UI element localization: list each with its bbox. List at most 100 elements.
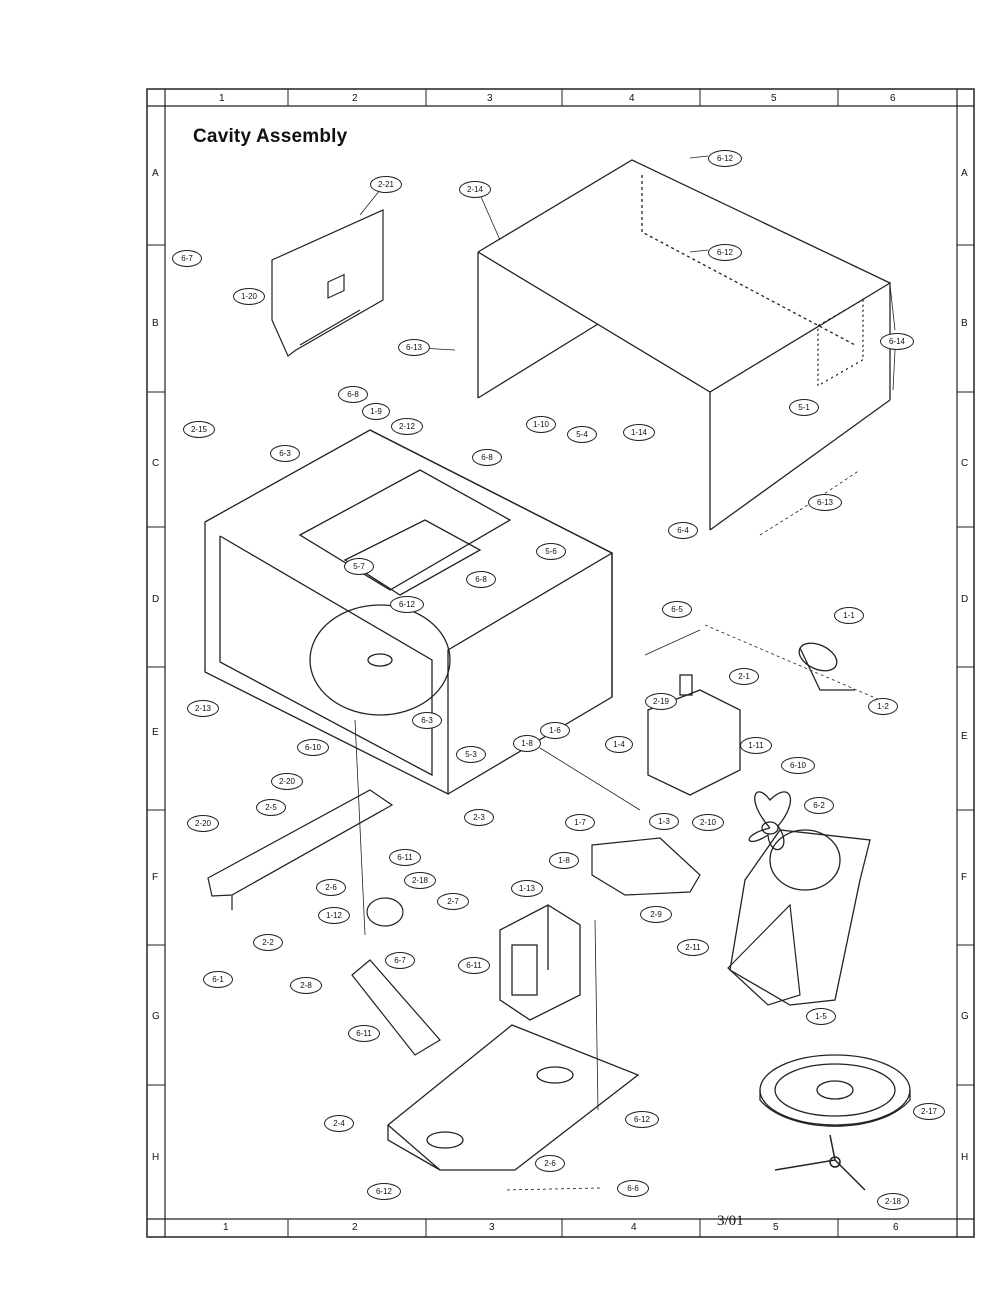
part-callout: 2-21 [370, 176, 402, 193]
grid-row-label: G [961, 1011, 969, 1022]
part-callout: 1-6 [540, 722, 570, 739]
magnetron [647, 674, 741, 796]
part-callout: 6-8 [472, 449, 502, 466]
part-callout: 6-1 [203, 971, 233, 988]
part-callout: 2-15 [183, 421, 215, 438]
grid-row-label: E [152, 727, 159, 738]
part-callout: 2-20 [187, 815, 219, 832]
glass-turntable [759, 1054, 911, 1127]
fan-duct [729, 829, 871, 1006]
part-callout: 2-3 [464, 809, 494, 826]
part-callout: 2-14 [459, 181, 491, 198]
grid-row-label: C [152, 458, 160, 469]
part-callout: 2-18 [404, 872, 436, 889]
part-callout: 5-6 [536, 543, 566, 560]
outer-case [477, 159, 892, 531]
air-guide [207, 789, 394, 910]
part-callout: 6-7 [385, 952, 415, 969]
part-callout: 6-13 [808, 494, 842, 511]
part-callout: 2-10 [692, 814, 724, 831]
part-callout: 1-4 [605, 736, 633, 753]
part-callout: 6-6 [617, 1180, 649, 1197]
grid-col-label: 1 [223, 1222, 229, 1233]
part-callout: 6-13 [398, 339, 430, 356]
part-callout: 6-3 [270, 445, 300, 462]
part-callout: 6-12 [708, 150, 742, 167]
part-callout: 6-7 [172, 250, 202, 267]
grid-row-label: F [152, 872, 159, 883]
part-callout: 6-2 [804, 797, 834, 814]
grid-row-label: H [152, 1152, 160, 1163]
part-callout: 5-1 [789, 399, 819, 416]
back-plate [271, 209, 384, 357]
part-callout: 1-13 [511, 880, 543, 897]
part-callout: 2-13 [187, 700, 219, 717]
grid-col-label: 2 [352, 93, 358, 104]
lamp-bracket [591, 837, 701, 896]
part-callout: 1-5 [806, 1008, 836, 1025]
part-callout: 1-9 [362, 403, 390, 420]
part-callout: 2-12 [391, 418, 423, 435]
part-callout: 6-14 [880, 333, 914, 350]
grid-row-label: B [152, 318, 159, 329]
part-callout: 2-2 [253, 934, 283, 951]
part-callout: 2-18 [877, 1193, 909, 1210]
part-callout: 6-3 [412, 712, 442, 729]
part-callout: 2-6 [316, 879, 346, 896]
part-callout: 1-20 [233, 288, 265, 305]
part-callout: 1-11 [740, 737, 772, 754]
part-callout: 5-4 [567, 426, 597, 443]
part-callout: 1-2 [868, 698, 898, 715]
part-callout: 2-4 [324, 1115, 354, 1132]
part-callout: 6-8 [466, 571, 496, 588]
roller-ring [774, 1134, 866, 1191]
base-plate [386, 1024, 640, 1171]
lower-duct [727, 903, 801, 1006]
part-callout: 2-7 [437, 893, 469, 910]
part-callout: 1-14 [623, 424, 655, 441]
part-callout: 6-12 [367, 1183, 401, 1200]
part-callout: 5-3 [456, 746, 486, 763]
page-date: 3/01 [717, 1213, 744, 1229]
grid-col-label: 1 [219, 93, 225, 104]
part-callout: 6-12 [625, 1111, 659, 1128]
part-callout: 1-1 [834, 607, 864, 624]
part-callout: 1-8 [513, 735, 541, 752]
part-callout: 1-10 [526, 416, 556, 433]
grid-row-label: D [961, 594, 969, 605]
part-callout: 2-6 [535, 1155, 565, 1172]
oven-cavity [204, 429, 614, 796]
part-callout: 2-1 [729, 668, 759, 685]
part-callout: 6-11 [348, 1025, 380, 1042]
part-callout: 6-8 [338, 386, 368, 403]
part-callout: 2-8 [290, 977, 322, 994]
grid-col-label: 2 [352, 1222, 358, 1233]
grid-row-label: F [961, 872, 968, 883]
part-callout: 1-12 [318, 907, 350, 924]
grid-row-label: H [961, 1152, 969, 1163]
part-callout: 6-4 [668, 522, 698, 539]
grid-row-label: B [961, 318, 968, 329]
grid-row-label: A [152, 168, 159, 179]
grid-row-label: C [961, 458, 969, 469]
part-callout: 1-7 [565, 814, 595, 831]
part-callout: 6-11 [458, 957, 490, 974]
part-callout: 1-8 [549, 852, 579, 869]
part-callout: 6-12 [708, 244, 742, 261]
part-callout: 5-7 [344, 558, 374, 575]
part-callout: 2-19 [645, 693, 677, 710]
grid-col-label: 4 [631, 1222, 637, 1233]
capacitor [798, 642, 855, 691]
part-callout: 2-9 [640, 906, 672, 923]
duct-chute [351, 959, 441, 1056]
grid-col-label: 3 [489, 1222, 495, 1233]
grid-col-label: 4 [629, 93, 635, 104]
part-callout: 2-20 [271, 773, 303, 790]
transformer [499, 904, 581, 1021]
part-callout: 6-5 [662, 601, 692, 618]
part-callout: 6-10 [781, 757, 815, 774]
grid-col-label: 5 [773, 1222, 779, 1233]
part-callout: 6-10 [297, 739, 329, 756]
part-callout: 2-17 [913, 1103, 945, 1120]
